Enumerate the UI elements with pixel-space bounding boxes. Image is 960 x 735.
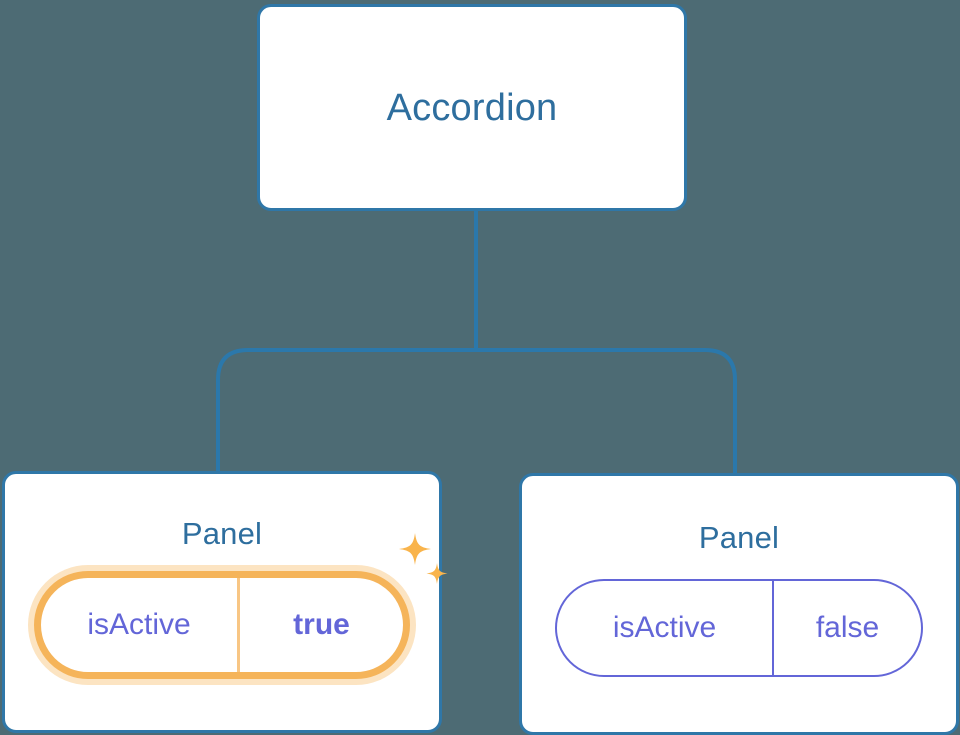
prop-pill-active-wrapper: isActive true bbox=[34, 533, 448, 679]
prop-pill-inactive-wrapper: isActive false bbox=[555, 579, 923, 677]
connector-branch-left bbox=[216, 348, 476, 473]
node-panel-inactive[interactable]: Panel isActive false bbox=[519, 473, 959, 735]
prop-value-label: false bbox=[815, 611, 880, 644]
sparkle-small-icon bbox=[426, 563, 448, 584]
prop-key-label: isActive bbox=[41, 578, 240, 672]
node-accordion-title: Accordion bbox=[386, 86, 558, 129]
node-panel-inactive-title: Panel bbox=[698, 520, 780, 555]
connector-branch-right bbox=[476, 348, 737, 475]
prop-value-label: true bbox=[293, 608, 350, 641]
prop-key-label: isActive bbox=[557, 581, 774, 675]
node-panel-active[interactable]: Panel isActive true bbox=[2, 471, 448, 733]
sparkle-large-icon bbox=[399, 533, 431, 565]
prop-pill-is-active-true[interactable]: isActive true bbox=[34, 571, 410, 679]
node-panel-active-title: Panel bbox=[181, 516, 263, 551]
prop-pill-is-active-false[interactable]: isActive false bbox=[555, 579, 923, 677]
node-accordion[interactable]: Accordion bbox=[257, 4, 687, 211]
sparkles-group bbox=[399, 533, 448, 584]
